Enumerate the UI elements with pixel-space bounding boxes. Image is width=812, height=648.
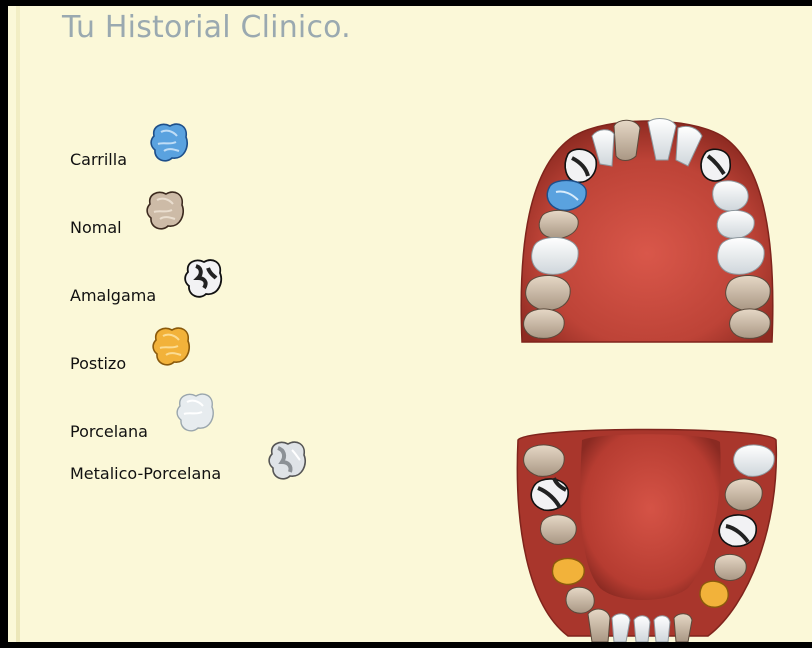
lower-tooth[interactable] [588, 609, 610, 642]
lower-tooth[interactable] [524, 445, 565, 476]
lower-tooth[interactable] [654, 616, 670, 642]
upper-tooth[interactable] [532, 237, 578, 274]
lower-jaw [517, 430, 776, 643]
lower-tooth-postizo[interactable] [700, 581, 728, 607]
lower-tooth[interactable] [634, 616, 650, 642]
lower-tooth[interactable] [612, 614, 630, 642]
upper-tooth[interactable] [726, 275, 771, 310]
lower-tooth-porcelana[interactable] [734, 445, 775, 476]
lower-tooth[interactable] [566, 587, 594, 613]
upper-jaw [521, 119, 773, 342]
upper-tooth-amalgam[interactable] [565, 149, 596, 182]
dental-chart [8, 6, 812, 642]
upper-tooth[interactable] [713, 181, 748, 211]
lower-tooth[interactable] [541, 515, 577, 544]
upper-tooth[interactable] [524, 309, 565, 338]
upper-tooth-carrilla[interactable] [547, 180, 586, 210]
upper-tooth[interactable] [526, 275, 571, 310]
upper-tooth[interactable] [730, 309, 771, 338]
lower-tooth-amalgam[interactable] [719, 515, 756, 546]
upper-tooth[interactable] [614, 120, 640, 160]
upper-tooth[interactable] [718, 237, 764, 274]
lower-tooth-postizo[interactable] [552, 558, 584, 584]
page-frame: Tu Historial Clinico. Carrilla Nomal Ama… [8, 6, 812, 642]
lower-tooth[interactable] [674, 614, 692, 642]
upper-tooth-amalgam[interactable] [701, 149, 730, 181]
lower-tooth[interactable] [714, 554, 746, 580]
upper-tooth[interactable] [717, 210, 754, 238]
lower-tooth-amalgam[interactable] [531, 478, 568, 510]
